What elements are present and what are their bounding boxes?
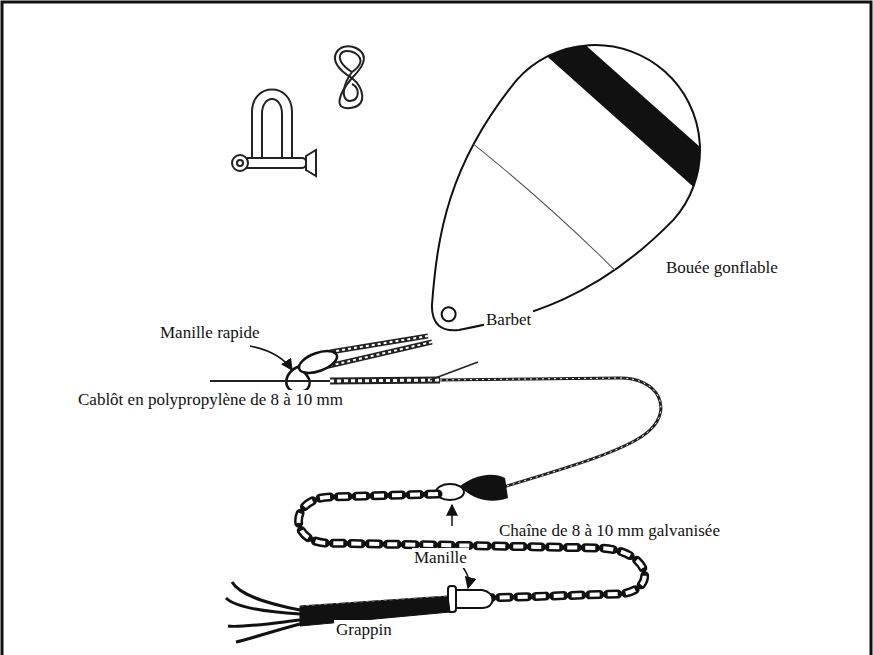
grapnel (226, 582, 450, 642)
buoy (349, 0, 754, 405)
part-label: Grappin (334, 620, 394, 640)
shackle (448, 586, 493, 612)
part-label: Bouée gonflable (664, 258, 780, 278)
quick-shackle (286, 347, 340, 392)
part-label: Barbet (484, 310, 533, 330)
part-label: Manille (412, 548, 469, 568)
shackle-icon (232, 90, 316, 177)
figure-eight-link (335, 46, 364, 108)
rope (210, 362, 661, 488)
chain-splice (436, 475, 508, 501)
pendant-rope (320, 336, 432, 368)
part-label: Manille rapide (158, 323, 262, 343)
part-label: Cablôt en polypropylène de 8 à 10 mm (76, 390, 345, 410)
chain (299, 494, 645, 598)
leader-arrows (250, 346, 469, 588)
part-label: Chaîne de 8 à 10 mm galvanisée (497, 521, 722, 541)
